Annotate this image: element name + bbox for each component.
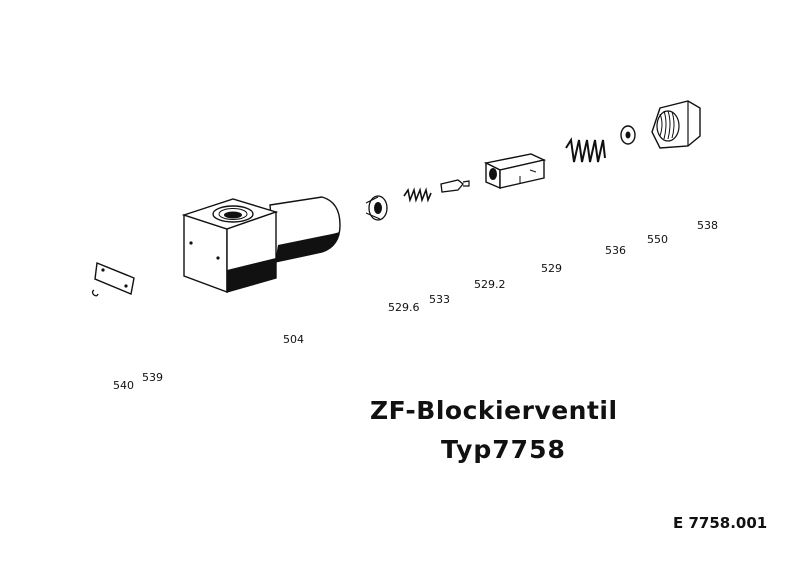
pin-part xyxy=(440,179,470,193)
part-label-550: 550 xyxy=(647,233,668,246)
large-spring-part xyxy=(565,137,606,163)
part-label-504: 504 xyxy=(283,333,304,346)
small-spring-part xyxy=(403,187,432,203)
drawing-title: ZF-Blockierventil xyxy=(370,396,618,425)
nameplate-part xyxy=(94,262,135,295)
threaded-insert-part xyxy=(365,195,388,221)
part-label-540: 540 xyxy=(113,379,134,392)
washer-part xyxy=(620,125,636,145)
part-label-533: 533 xyxy=(429,293,450,306)
valve-body-part xyxy=(181,196,341,294)
part-label-529: 529 xyxy=(541,262,562,275)
drawing-subtitle: Typ7758 xyxy=(441,435,566,464)
part-label-536: 536 xyxy=(605,244,626,257)
part-label-529-2: 529.2 xyxy=(474,278,506,291)
part-label-529-6: 529.6 xyxy=(388,301,420,314)
hex-sleeve-part xyxy=(483,153,547,190)
hex-plug-part xyxy=(651,100,701,149)
part-label-539: 539 xyxy=(142,371,163,384)
document-code: E 7758.001 xyxy=(673,514,768,532)
rivet-part xyxy=(91,289,99,297)
part-label-538: 538 xyxy=(697,219,718,232)
